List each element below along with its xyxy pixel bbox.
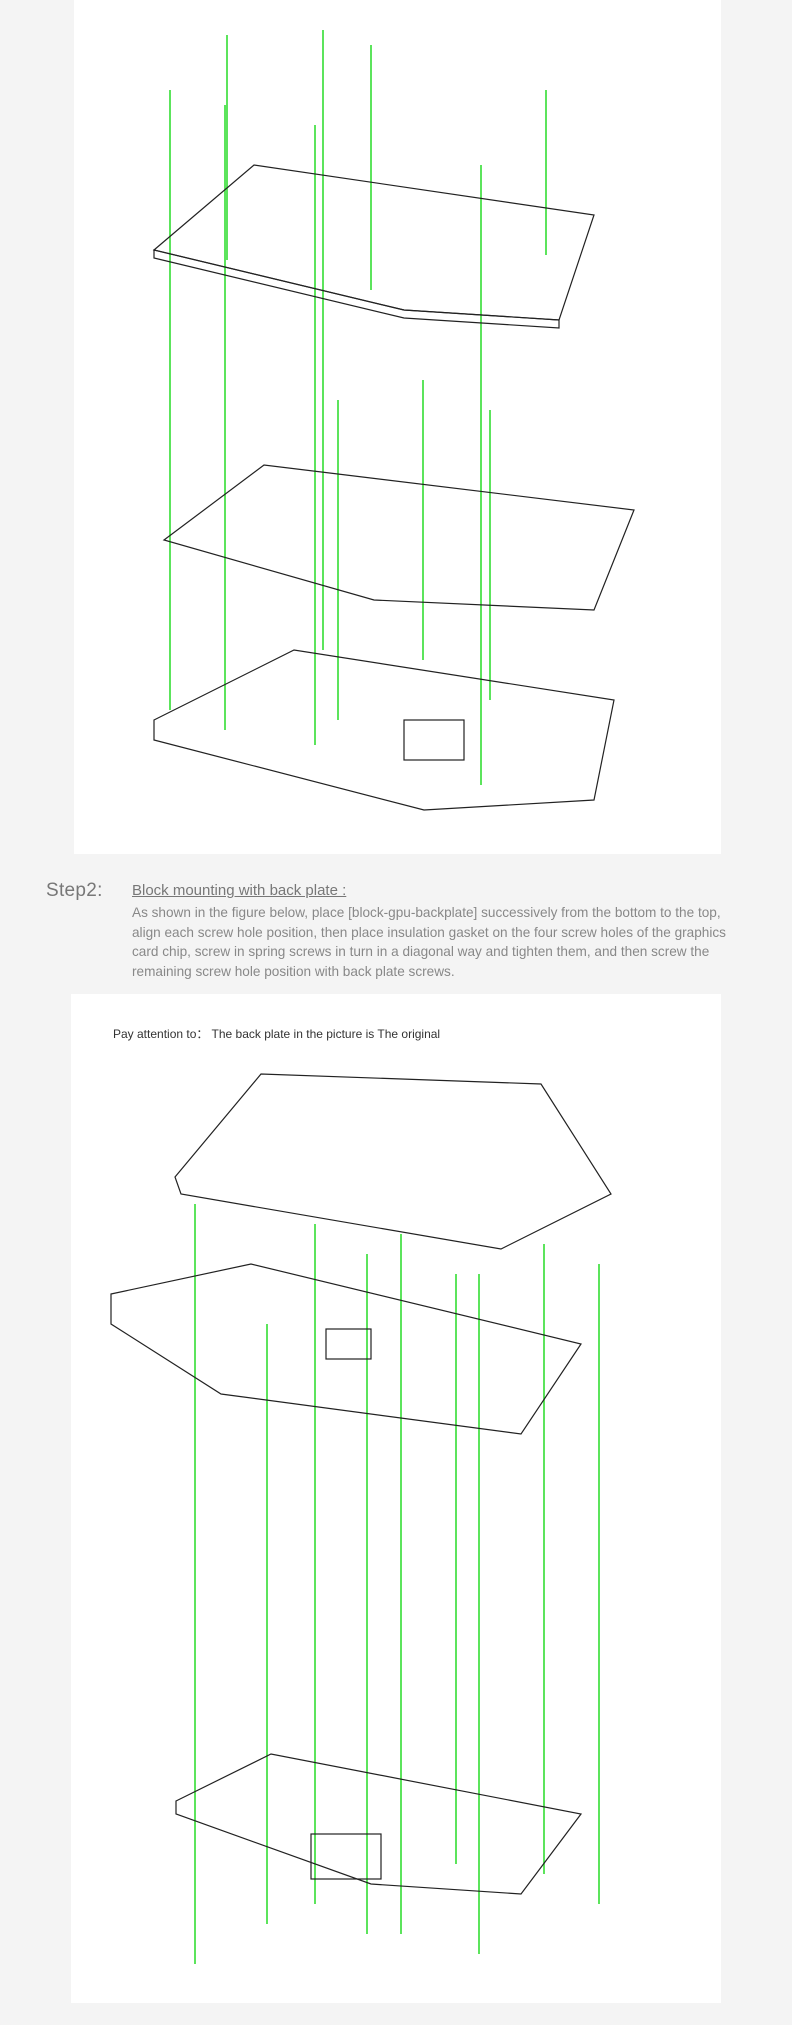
step-description: As shown in the figure below, place [blo…	[132, 905, 726, 979]
block-backplate-exploded-illustration	[110, 1073, 612, 1964]
backplate-exploded-illustration	[152, 30, 635, 811]
exploded-diagram-step1	[74, 0, 721, 854]
step-title: Block mounting with back plate :	[132, 882, 347, 899]
exploded-diagram-step2: Pay attention to： The back plate in the …	[71, 994, 721, 2003]
figure-note: Pay attention to： The back plate in the …	[113, 1027, 441, 1041]
step-label: Step2:	[46, 880, 103, 901]
